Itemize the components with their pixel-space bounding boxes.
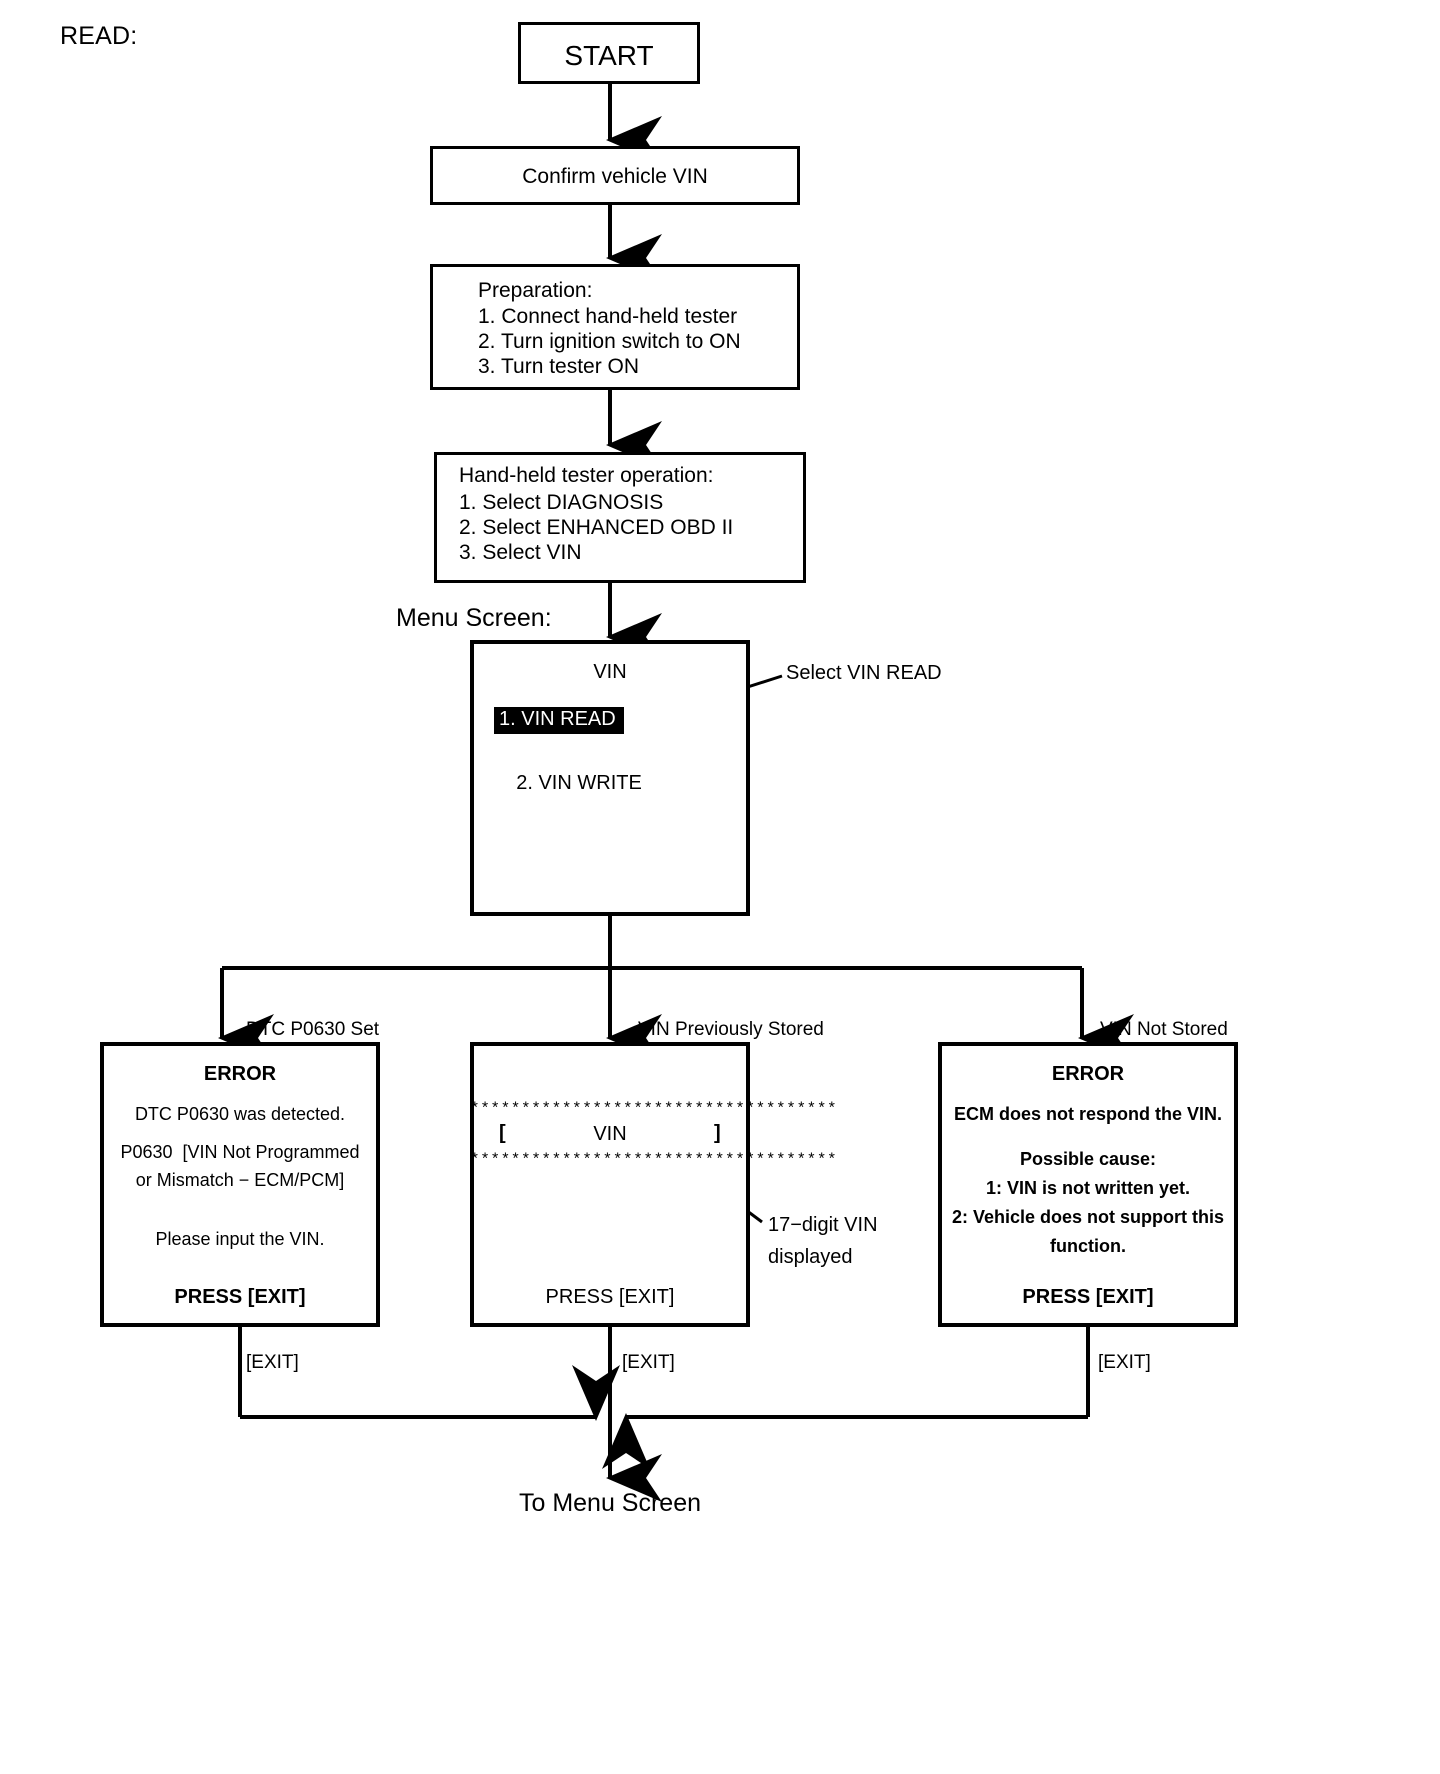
node-preparation-step-1: 1. Connect hand-held tester (478, 305, 738, 328)
node-tester-operation-step-2: 2. Select ENHANCED OBD II (459, 516, 734, 539)
screen-error-no-vin-title: ERROR (1051, 1063, 1125, 1085)
node-preparation-step-2: 2. Turn ignition switch to ON (478, 330, 741, 353)
exit-label-left: [EXIT] (246, 1352, 299, 1373)
exit-label-middle: [EXIT] (622, 1352, 675, 1373)
node-start (518, 22, 700, 84)
node-tester-operation (434, 452, 806, 583)
node-preparation-title: Preparation: (478, 279, 593, 302)
node-confirm-vin-label: Confirm vehicle VIN (522, 165, 708, 188)
screen-vin-display-bracket-close: ] (714, 1122, 721, 1144)
node-start-label: START (564, 40, 654, 71)
node-tester-operation-title: Hand-held tester operation: (459, 464, 714, 487)
screen-error-dtc-line-3: or Mismatch − ECM/PCM] (135, 1170, 345, 1190)
screen-error-no-vin-line-2: Possible cause: (1019, 1149, 1157, 1169)
screen-vin-display-stars-top: ************************************ (470, 1100, 838, 1118)
menu-item-vin-read[interactable]: 1. VIN READ (494, 707, 624, 734)
node-tester-operation-step-1: 1. Select DIAGNOSIS (459, 491, 664, 514)
annotation-17-digit-vin-line1: 17−digit VIN (768, 1214, 878, 1236)
screen-error-no-vin-line-4: 2: Vehicle does not support this (951, 1207, 1225, 1227)
branch-label-vin-stored: VIN Previously Stored (638, 1019, 824, 1040)
screen-error-dtc-footer: PRESS [EXIT] (174, 1286, 306, 1308)
screen-error-no-vin (938, 1042, 1238, 1327)
screen-vin-display-stars-bottom: ************************************ (470, 1151, 838, 1169)
menu-item-vin-read-label: 1. VIN READ (494, 707, 624, 734)
screen-error-no-vin-line-3: 1: VIN is not written yet. (985, 1178, 1191, 1198)
menu-screen-caption: Menu Screen: (396, 604, 552, 632)
node-tester-operation-step-3: 3. Select VIN (459, 541, 582, 564)
annotation-17-digit-vin-line2: displayed (768, 1246, 853, 1268)
screen-error-no-vin-line-1: ECM does not respond the VIN. (953, 1104, 1222, 1124)
node-preparation-step-3: 3. Turn tester ON (478, 355, 640, 378)
branch-label-vin-not-stored: VIN Not Stored (1100, 1019, 1228, 1040)
screen-error-dtc (100, 1042, 380, 1327)
footer-to-menu-screen: To Menu Screen (518, 1489, 702, 1517)
screen-error-dtc-line-1: DTC P0630 was detected. (134, 1104, 346, 1124)
screen-error-dtc-line-4: Please input the VIN. (155, 1229, 325, 1249)
branch-label-dtc-set: DTC P0630 Set (246, 1019, 380, 1040)
menu-item-vin-write[interactable]: 2. VIN WRITE (494, 745, 642, 822)
screen-vin-display-footer: PRESS [EXIT] (545, 1286, 675, 1308)
page-title: READ: (60, 22, 138, 50)
exit-label-right: [EXIT] (1098, 1352, 1151, 1373)
node-preparation (430, 264, 800, 390)
screen-error-no-vin-footer: PRESS [EXIT] (1022, 1286, 1154, 1308)
screen-error-no-vin-line-5: function. (1050, 1236, 1126, 1256)
screen-error-dtc-title: ERROR (203, 1063, 277, 1085)
screen-vin-display (470, 1042, 750, 1327)
node-confirm-vin (430, 146, 800, 205)
menu-item-vin-write-label: 2. VIN WRITE (516, 771, 642, 794)
screen-vin-display-vin-label: VIN (593, 1123, 627, 1145)
annotation-select-vin-read: Select VIN READ (786, 662, 942, 684)
screen-menu-title: VIN (593, 661, 627, 683)
screen-vin-display-bracket-open: [ (499, 1122, 506, 1144)
screen-error-dtc-line-2: P0630 [VIN Not Programmed (120, 1142, 360, 1162)
screen-menu (470, 640, 750, 916)
